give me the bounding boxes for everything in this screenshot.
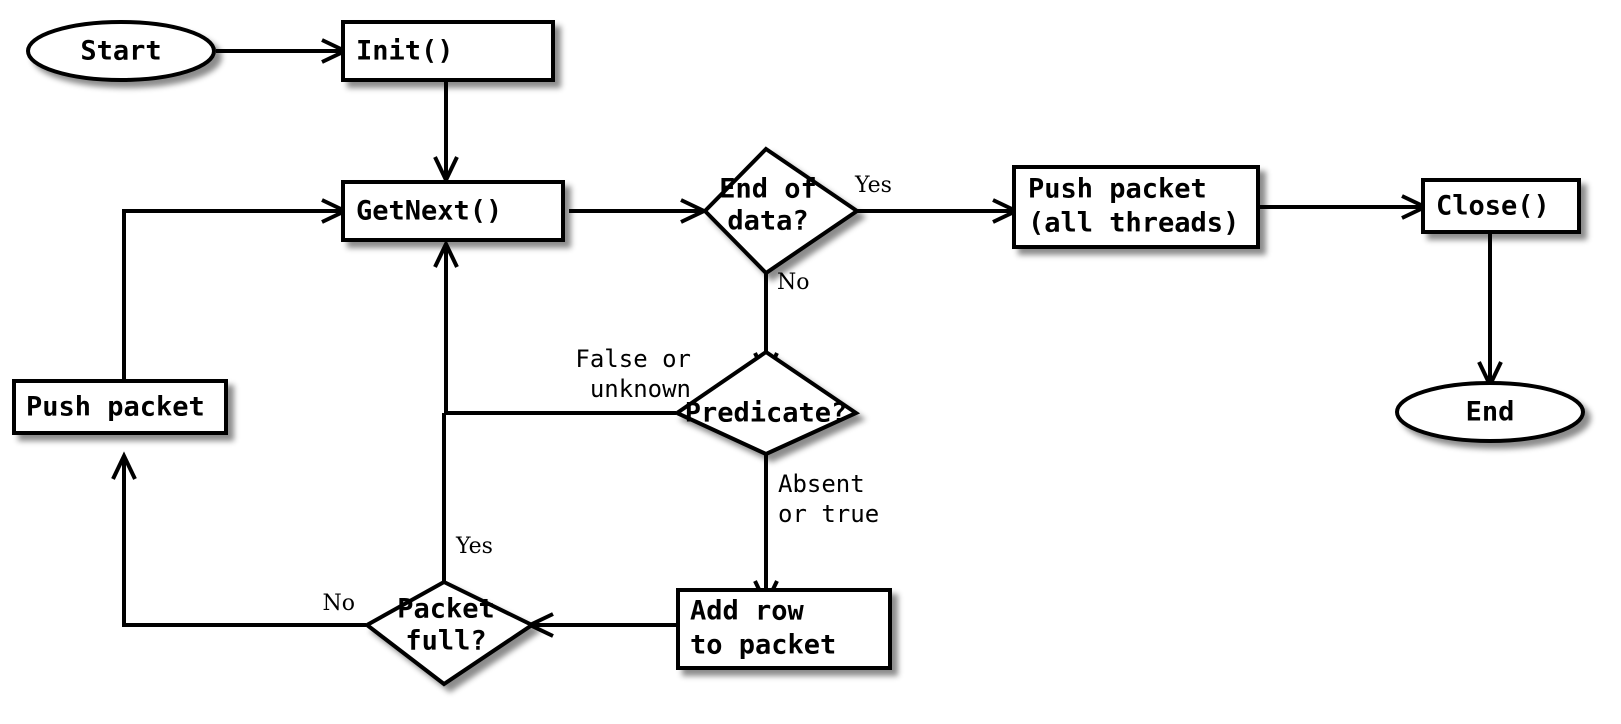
node-end-of-data[interactable]: End of data? bbox=[702, 146, 861, 276]
node-add-row[interactable]: Add row to packet bbox=[676, 588, 892, 670]
node-start[interactable]: Start bbox=[26, 20, 216, 82]
node-packet-full-label-line1: Packet bbox=[397, 594, 495, 625]
edge-label-packet-full-yes: Yes bbox=[455, 534, 493, 559]
node-push-packet-all-label-line1: Push packet bbox=[1028, 174, 1207, 205]
node-push-packet-all-threads[interactable]: Push packet (all threads) bbox=[1012, 165, 1260, 249]
edge-start-to-init bbox=[216, 38, 350, 64]
edge-packetfull-no-to-pushpacket bbox=[111, 451, 366, 627]
edge-close-to-end bbox=[1477, 232, 1503, 390]
edge-addrow-to-packetfull bbox=[525, 612, 678, 638]
node-packet-full-label-line2: full? bbox=[405, 626, 486, 657]
node-init-label: Init() bbox=[356, 36, 454, 67]
edge-label-predicate-false-line1: False or bbox=[575, 345, 691, 373]
node-start-label: Start bbox=[80, 36, 161, 67]
edge-pushpacketall-to-close bbox=[1258, 194, 1430, 220]
node-getnext[interactable]: GetNext() bbox=[341, 180, 565, 242]
edge-label-packet-full-no: No bbox=[323, 591, 356, 616]
node-packet-full[interactable]: Packet full? bbox=[363, 579, 536, 687]
node-predicate[interactable]: Predicate? bbox=[672, 349, 861, 457]
edge-endofdata-yes-to-pushpacketall bbox=[857, 198, 1021, 224]
node-getnext-label: GetNext() bbox=[356, 196, 502, 227]
edge-predicate-true-to-addrow bbox=[753, 454, 779, 609]
node-close[interactable]: Close() bbox=[1421, 178, 1581, 234]
node-push-packet-label: Push packet bbox=[26, 392, 205, 423]
edge-label-predicate-true-line2: or true bbox=[778, 500, 879, 528]
node-add-row-label-line1: Add row bbox=[690, 596, 805, 627]
edge-pushpacket-to-getnext bbox=[122, 198, 350, 380]
edge-getnext-to-endofdata bbox=[569, 198, 709, 224]
node-end[interactable]: End bbox=[1395, 381, 1585, 443]
edge-label-end-of-data-yes: Yes bbox=[854, 173, 892, 198]
node-end-of-data-label-line1: End of bbox=[719, 174, 817, 205]
edge-label-end-of-data-no: No bbox=[777, 270, 810, 295]
node-add-row-label-line2: to packet bbox=[690, 630, 836, 661]
node-push-packet-all-label-line2: (all threads) bbox=[1028, 208, 1239, 239]
edge-label-predicate-false-line2: unknown bbox=[590, 375, 691, 403]
node-close-label: Close() bbox=[1436, 191, 1550, 222]
node-init[interactable]: Init() bbox=[341, 20, 555, 82]
node-predicate-label: Predicate? bbox=[685, 398, 848, 429]
node-end-label: End bbox=[1466, 397, 1515, 428]
edge-label-predicate-true-line1: Absent bbox=[778, 470, 865, 498]
node-end-of-data-label-line2: data? bbox=[727, 206, 808, 237]
edge-init-to-getnext bbox=[433, 81, 459, 185]
node-push-packet[interactable]: Push packet bbox=[12, 379, 228, 435]
